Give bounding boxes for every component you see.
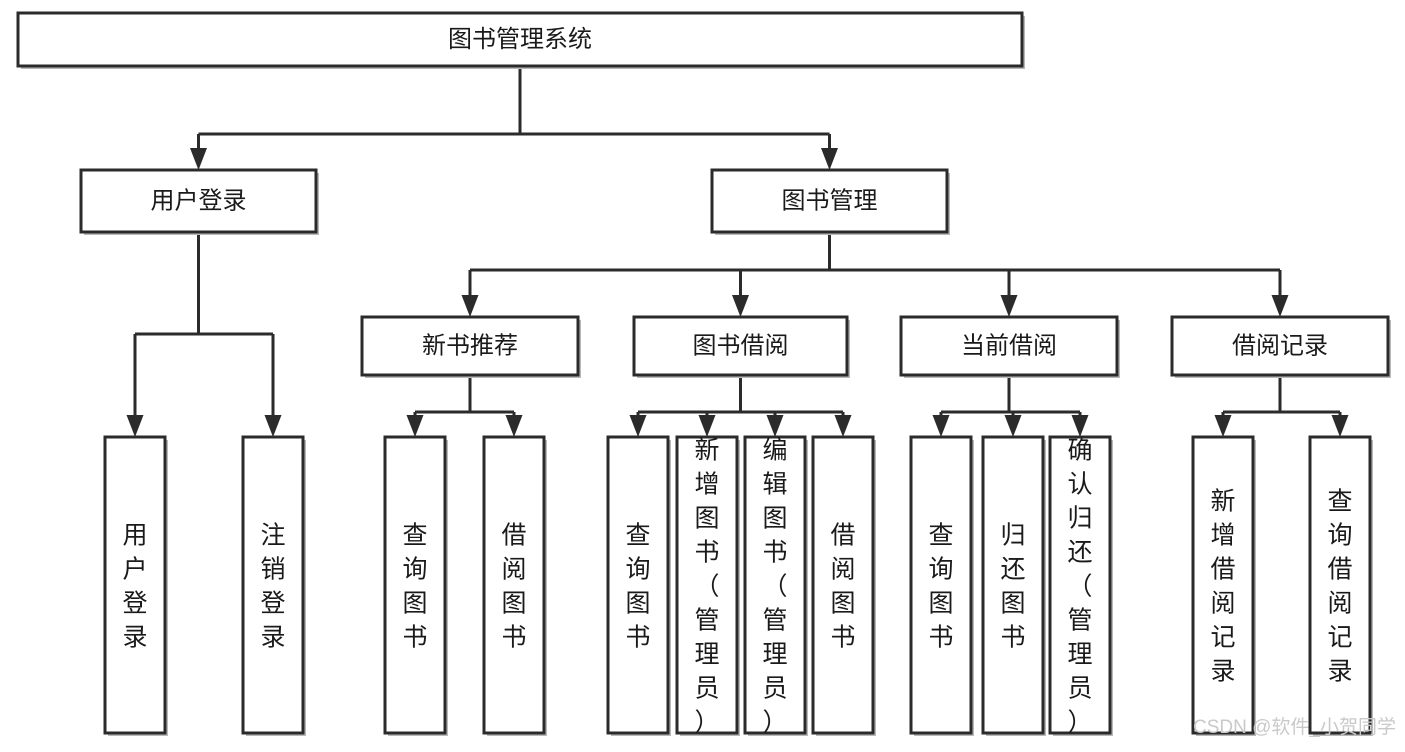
edge-root-to-level2-1-arrowhead xyxy=(821,148,838,170)
edge-to-leaf-7-arrowhead xyxy=(834,415,852,437)
edge-to-leaf-11-arrowhead xyxy=(1214,415,1232,437)
node-leaf-add-book-admin-label: 新增图书（管理员） xyxy=(694,437,719,737)
node-leaf-return-book-box[interactable] xyxy=(981,435,1045,735)
node-book-borrow-label: 图书借阅 xyxy=(693,332,789,359)
node-borrow-record-label: 借阅记录 xyxy=(1232,332,1328,359)
edge-to-leaf-2-arrowhead xyxy=(406,415,424,437)
node-new-book-recommend-label: 新书推荐 xyxy=(422,332,518,359)
node-leaf-query-book-1-box[interactable] xyxy=(383,435,447,735)
node-leaf-confirm-return-admin-label: 确认归还（管理员） xyxy=(1067,437,1092,737)
node-user-login-box[interactable] xyxy=(79,168,318,234)
node-leaf-query-borrow-record-label: 查询借阅记录 xyxy=(1327,488,1352,686)
edge-to-leaf-3-arrowhead xyxy=(505,415,523,437)
node-current-borrow-label: 当前借阅 xyxy=(961,332,1057,359)
node-leaf-user-login-box[interactable] xyxy=(103,435,167,735)
edge-to-leaf-4-arrowhead xyxy=(629,415,647,437)
node-leaf-add-book-admin-box[interactable] xyxy=(675,435,739,735)
node-leaf-query-book-1-label: 查询图书 xyxy=(402,522,427,652)
edge-bookmgmt-to-level3-0-arrowhead xyxy=(461,295,479,317)
edge-to-leaf-6-arrowhead xyxy=(766,415,784,437)
node-book-management-box[interactable] xyxy=(710,168,949,234)
node-leaf-add-borrow-record-label: 新增借阅记录 xyxy=(1210,488,1235,686)
csdn-watermark: CSDN @软件_小贺同学 xyxy=(1193,716,1396,738)
edge-bookmgmt-to-level3-1-arrowhead xyxy=(732,295,749,317)
node-leaf-add-borrow-record-box[interactable] xyxy=(1191,435,1255,735)
edge-to-leaf-1-arrowhead xyxy=(264,415,282,437)
node-new-book-recommend-box[interactable] xyxy=(360,315,580,377)
node-leaf-query-book-2-label: 查询图书 xyxy=(625,522,650,652)
edge-to-leaf-8-arrowhead xyxy=(932,415,950,437)
node-leaf-confirm-return-admin-box[interactable] xyxy=(1048,435,1112,735)
node-leaf-query-book-3-box[interactable] xyxy=(909,435,973,735)
edge-bookmgmt-to-level3-2-arrowhead xyxy=(1000,295,1018,317)
node-leaf-borrow-book-2-label: 借阅图书 xyxy=(830,522,855,652)
node-leaf-borrow-book-1-box[interactable] xyxy=(482,435,546,735)
node-leaf-logout-login-box[interactable] xyxy=(241,435,305,735)
edge-bookmgmt-to-level3-3-arrowhead xyxy=(1271,295,1289,317)
node-leaf-query-book-3-label: 查询图书 xyxy=(928,522,953,652)
edge-to-leaf-12-arrowhead xyxy=(1331,415,1349,437)
node-root-label: 图书管理系统 xyxy=(448,26,592,53)
node-leaf-return-book-label: 归还图书 xyxy=(1000,522,1025,652)
edge-to-leaf-9-arrowhead xyxy=(1004,415,1022,437)
node-leaf-logout-login-label: 注销登录 xyxy=(260,522,285,652)
node-current-borrow-box[interactable] xyxy=(899,315,1119,377)
node-leaf-edit-book-admin-label: 编辑图书（管理员） xyxy=(762,437,787,737)
node-borrow-record-box[interactable] xyxy=(1170,315,1390,377)
node-leaf-borrow-book-2-box[interactable] xyxy=(811,435,875,735)
node-book-management-label: 图书管理 xyxy=(782,187,878,214)
edge-to-leaf-5-arrowhead xyxy=(698,415,716,437)
node-leaf-borrow-book-1-label: 借阅图书 xyxy=(501,522,526,652)
node-user-login-label: 用户登录 xyxy=(151,187,247,214)
node-root-box[interactable] xyxy=(16,11,1024,68)
node-leaf-edit-book-admin-box[interactable] xyxy=(743,435,807,735)
edge-to-leaf-0-arrowhead xyxy=(126,415,144,437)
edge-root-to-level2-0-arrowhead xyxy=(190,148,207,170)
node-leaf-query-book-2-box[interactable] xyxy=(606,435,670,735)
edge-to-leaf-10-arrowhead xyxy=(1071,415,1089,437)
node-book-borrow-box[interactable] xyxy=(632,315,849,377)
node-leaf-query-borrow-record-box[interactable] xyxy=(1308,435,1372,735)
node-leaf-user-login-label: 用户登录 xyxy=(122,522,147,652)
